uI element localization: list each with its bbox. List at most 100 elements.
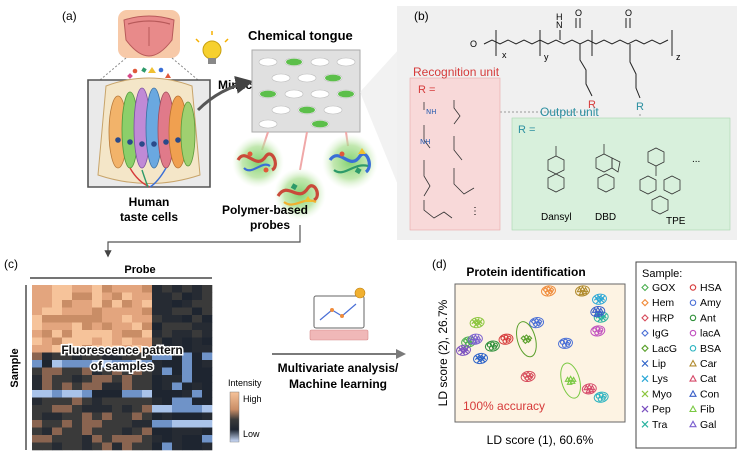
heatmap-cell (92, 405, 103, 413)
legend-label-hrp: HRP (652, 312, 674, 324)
chemical-tongue-array (251, 49, 361, 133)
heatmap-cell (142, 442, 153, 451)
subscript-z: z (676, 52, 681, 62)
scatter-title: Protein identification (466, 265, 585, 279)
data-point-myo (473, 322, 479, 328)
accuracy-annotation: 100% accuracy (463, 399, 545, 413)
heatmap-cell (182, 427, 193, 436)
heatmap-cell (172, 307, 183, 316)
heatmap-cell (52, 420, 63, 428)
heatmap-cell (42, 442, 53, 451)
heatmap-cell (172, 367, 183, 376)
heatmap-cell (32, 390, 43, 398)
heatmap-cell (152, 330, 163, 338)
cluster-ellipse-ant (484, 340, 500, 352)
heatmap-cell (152, 412, 163, 421)
heatmap-cell (122, 300, 133, 308)
dye-dansyl: Dansyl (541, 212, 572, 223)
heatmap-cell (182, 367, 193, 376)
atom-h: H (556, 12, 563, 22)
heatmap-cell (52, 285, 63, 293)
heatmap-cell (102, 367, 113, 376)
heatmap-cell (72, 345, 83, 353)
heatmap-cell (52, 390, 63, 398)
heatmap-cell (162, 292, 173, 301)
heatmap-cell (92, 360, 103, 368)
heatmap-cell (82, 285, 93, 293)
cluster-ellipse-myo (469, 317, 485, 329)
heatmap-cell (42, 405, 53, 413)
heatmap-cell (142, 375, 153, 383)
heatmap-cell (82, 322, 93, 331)
heatmap-cell (152, 367, 163, 376)
data-point-amy (565, 339, 572, 345)
heatmap-cell (142, 292, 153, 301)
heatmap-cell (52, 352, 63, 361)
heatmap-cell (202, 337, 213, 346)
heatmap-cell (32, 382, 43, 391)
recognition-unit-box (409, 77, 501, 231)
heatmap-cell (202, 352, 213, 361)
data-point-hrp (524, 375, 531, 382)
heatmap-cell (32, 375, 43, 383)
data-point-fib (567, 375, 574, 381)
heatmap-cell (112, 345, 123, 353)
data-point-hem (548, 286, 555, 293)
zoom-line-right (171, 57, 199, 81)
data-point-hrp (528, 372, 535, 379)
heatmap-cell (122, 397, 133, 406)
heatmap-cell (112, 330, 123, 338)
heatmap-cell (32, 435, 43, 443)
cluster-ellipse-pep (456, 344, 471, 356)
heatmap-cell (62, 337, 73, 346)
heatmap-cell (122, 330, 133, 338)
heatmap-cell (172, 412, 183, 421)
heatmap-cell (162, 390, 173, 398)
heatmap-cell (92, 322, 103, 331)
heatmap-cell (82, 390, 93, 398)
heatmap-cell (82, 382, 93, 391)
legend-label-fib: Fib (700, 404, 715, 416)
heatmap-cell (32, 442, 43, 451)
heatmap-cell (52, 427, 63, 436)
heatmap-cell (112, 375, 123, 383)
heatmap-cell (132, 337, 143, 346)
heatmap-cell (112, 427, 123, 436)
heatmap-cell (72, 307, 83, 316)
sample-axis-label: Sample (9, 348, 21, 387)
heatmap-cell (92, 420, 103, 428)
heatmap-cell (62, 322, 73, 331)
data-point-lys (595, 298, 602, 304)
heatmap-cell (172, 292, 183, 301)
cluster-ellipse-lip (473, 352, 488, 365)
heatmap-cell (82, 352, 93, 361)
scatter-xlabel: LD score (1), 60.6% (487, 433, 594, 447)
scatter-series-group (456, 285, 609, 403)
data-point-laca (598, 327, 604, 333)
heatmap-cell (102, 330, 113, 338)
data-point-con (597, 307, 604, 313)
heatmap-cell (182, 390, 193, 398)
scatter-ylabel: LD score (2), 26.7% (436, 299, 450, 406)
heatmap-cell (32, 397, 43, 406)
heatmap-cell (92, 382, 103, 391)
data-point-pep (459, 349, 466, 355)
data-point-cat (589, 384, 596, 391)
legend-label-pep: Pep (652, 404, 671, 416)
legend-marker-amy (689, 299, 697, 306)
heatmap-cell (182, 330, 193, 338)
data-point-bsa (601, 393, 607, 399)
cluster-ellipse-laca (590, 325, 606, 337)
heatmap-cell (112, 405, 123, 413)
heatmap-cell (142, 427, 153, 436)
heatmap-cell (122, 367, 133, 376)
heatmap-cell (102, 300, 113, 308)
flow-arrow-a-to-c (104, 225, 301, 258)
heatmap-cell (172, 285, 183, 293)
heatmap-cell (32, 360, 43, 368)
heatmap-cell (112, 412, 123, 421)
heatmap-cell (62, 412, 73, 421)
heatmap-cell (72, 330, 83, 338)
heatmap-cell (82, 360, 93, 368)
legend-marker-lacg (641, 344, 649, 353)
